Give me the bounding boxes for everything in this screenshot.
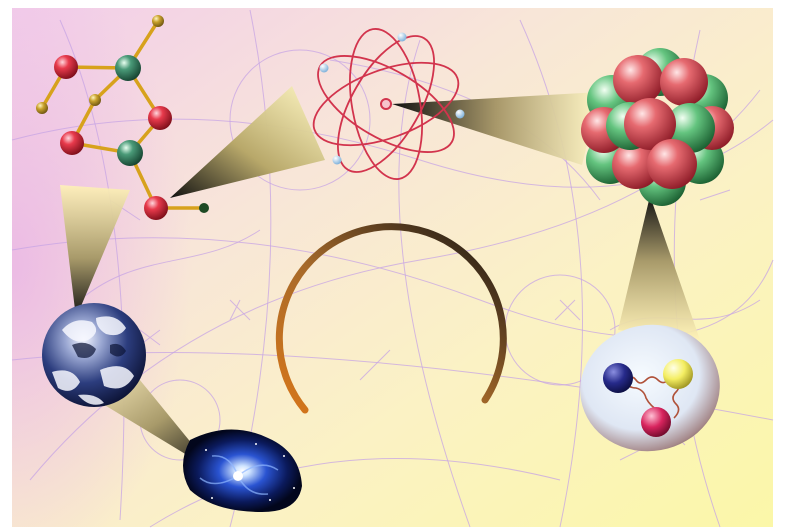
- galaxy: [183, 429, 302, 512]
- atom-sphere: [199, 203, 209, 213]
- electron: [319, 63, 329, 73]
- atom-sphere: [148, 106, 172, 130]
- atom-sphere: [89, 94, 101, 106]
- beam-molecule-to-atom: [170, 86, 325, 198]
- electrons: [319, 32, 465, 165]
- beam-nucleus-to-nucleon: [618, 196, 700, 340]
- nucleon: [580, 324, 720, 452]
- atom-sphere: [115, 55, 141, 81]
- atom-sphere: [54, 55, 78, 79]
- electron: [397, 32, 407, 42]
- electron: [332, 155, 342, 165]
- atom-sphere: [60, 131, 84, 155]
- earth: [42, 303, 146, 407]
- atom-sphere: [36, 102, 48, 114]
- atom-sphere: [152, 15, 164, 27]
- molecule: [36, 15, 209, 220]
- atom-sphere: [117, 140, 143, 166]
- quark: [663, 359, 693, 389]
- electron: [455, 109, 465, 119]
- atom-nucleus: [380, 98, 392, 110]
- quark: [603, 363, 633, 393]
- atom-sphere: [144, 196, 168, 220]
- nucleus: [581, 48, 734, 206]
- accelerator-arc: [275, 223, 507, 414]
- quark: [641, 407, 671, 437]
- beam-molecule-to-earth: [60, 185, 130, 318]
